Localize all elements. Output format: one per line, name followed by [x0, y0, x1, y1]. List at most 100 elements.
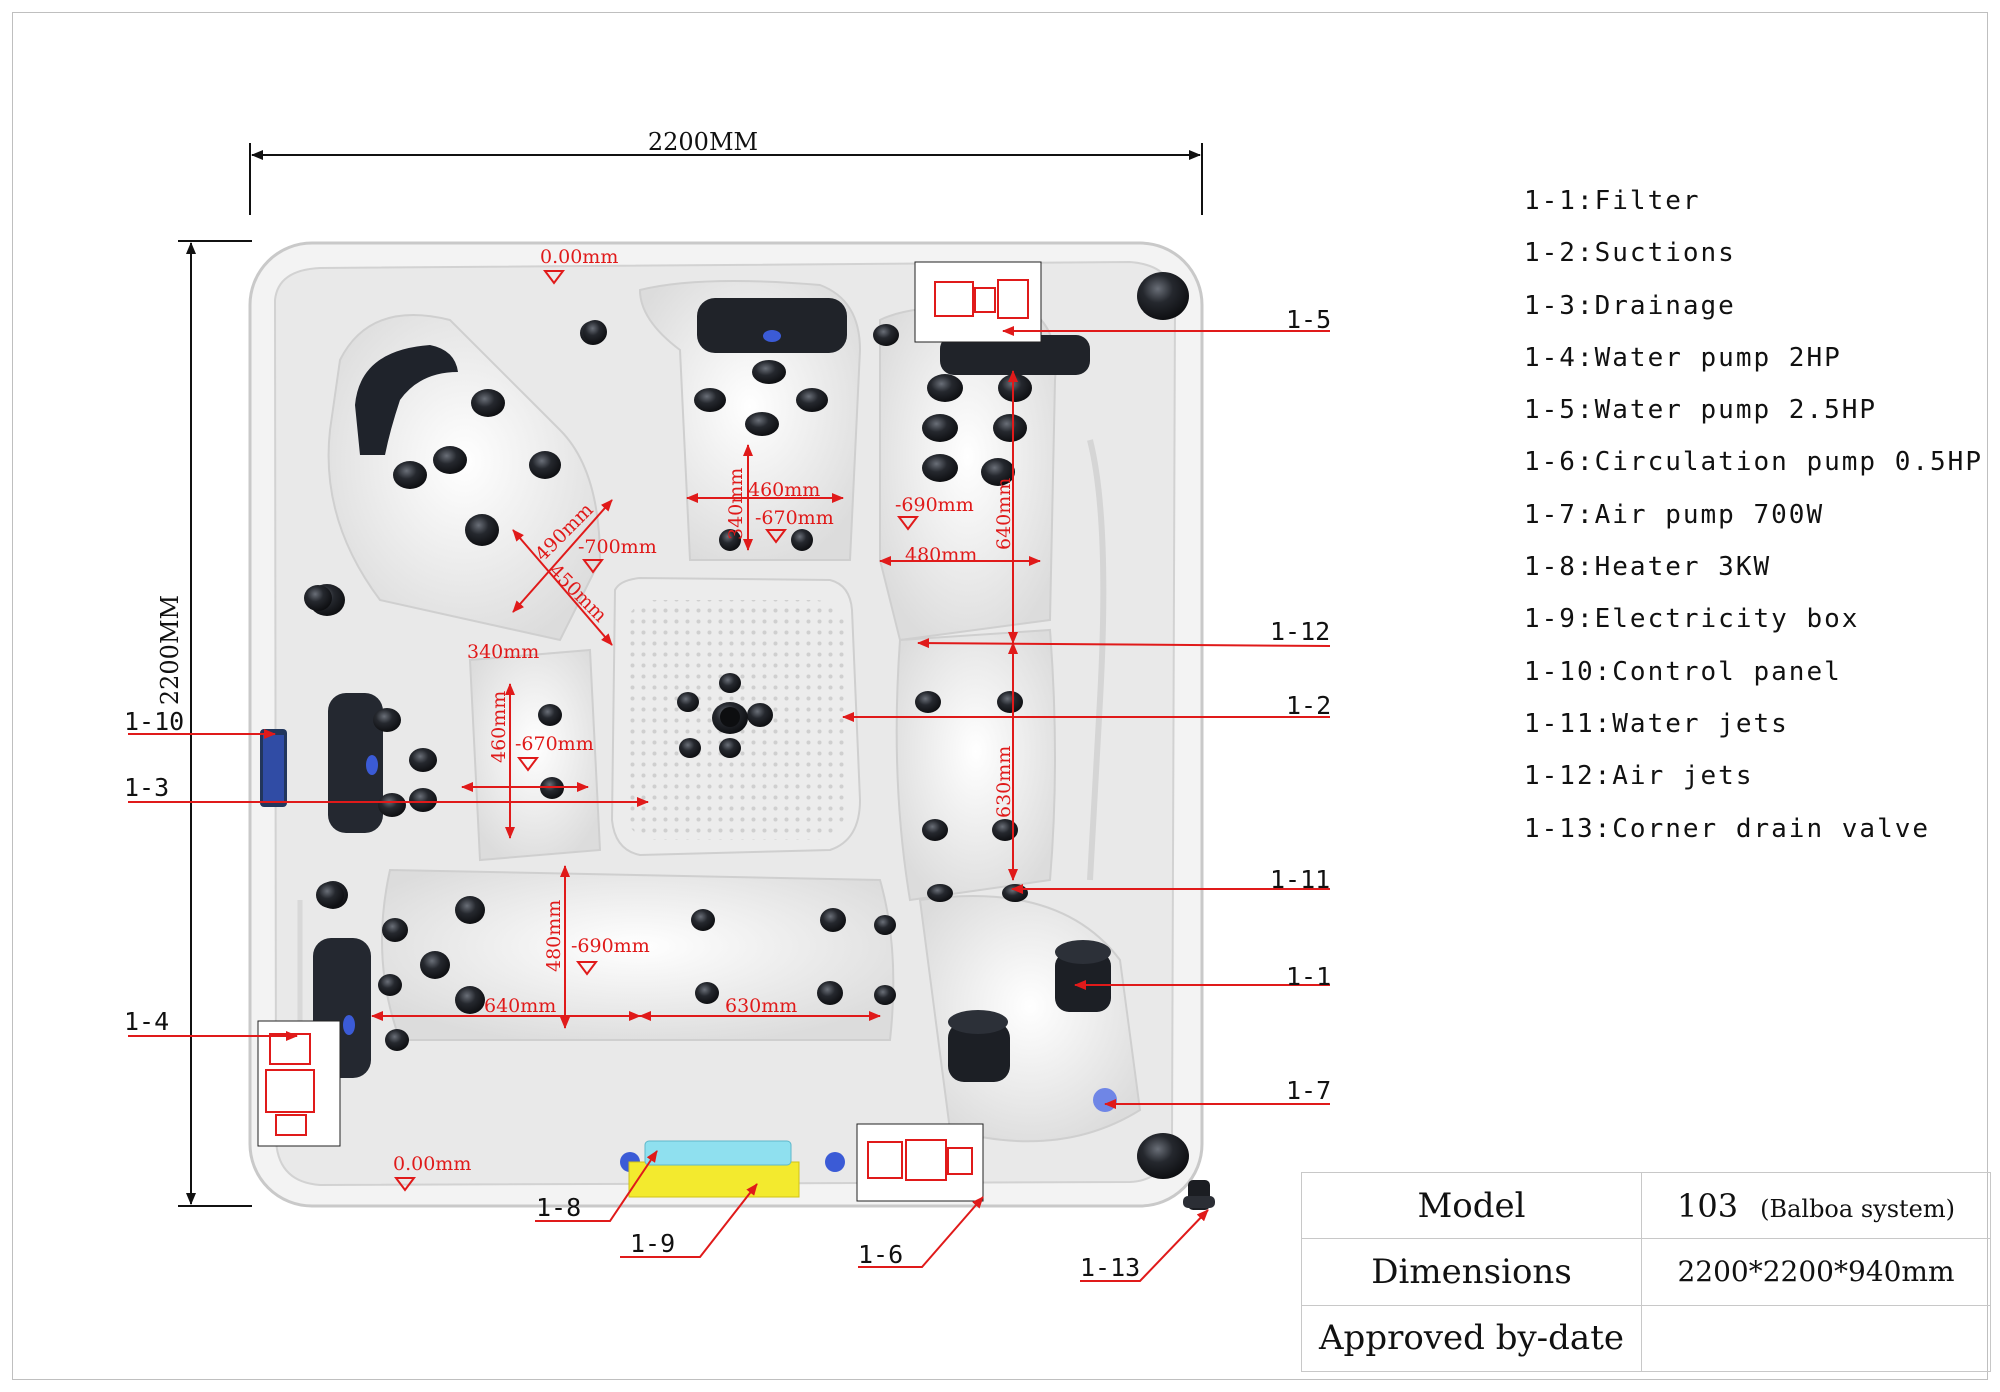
footwell-drain — [720, 707, 740, 727]
measurement-label: 480mm — [905, 544, 977, 566]
callout-labels: 1-1 1-2 1-3 1-4 1-5 1-6 1-7 1-8 1-9 1-10… — [124, 305, 1331, 1282]
dimensions-label: Dimensions — [1301, 1238, 1642, 1306]
legend-item: 1-8:Heater 3KW — [1524, 552, 1772, 583]
jet — [538, 704, 562, 726]
component-legend: 1-1:Filter 1-2:Suctions 1-3:Drainage 1-4… — [1524, 186, 1983, 866]
legend-item: 1-11:Water jets — [1524, 708, 1789, 739]
measurement-label: 480mm — [543, 900, 565, 972]
callout-leaders — [128, 326, 1331, 1282]
measurement-labels: 0.00mm 0.00mm 460mm 340mm -670mm -690mm … — [393, 246, 1015, 1175]
jet — [922, 819, 948, 841]
model-value: 103 — [1677, 1186, 1739, 1225]
jet — [874, 985, 896, 1005]
callout-1-6: 1-6 — [858, 1240, 903, 1269]
legend-item: 1-3:Drainage — [1524, 290, 1736, 321]
legend-item: 1-9:Electricity box — [1524, 604, 1860, 635]
measurement-label: 340mm — [467, 641, 539, 663]
measurement-label: 630mm — [993, 746, 1015, 818]
drawing-frame — [12, 12, 1988, 1380]
model-label: Model — [1301, 1171, 1642, 1240]
measurement-lines — [371, 270, 1041, 1192]
pump-drawing-1-6 — [856, 1123, 984, 1202]
jet — [791, 529, 813, 551]
approved-row: Approved by-date — [1301, 1304, 1991, 1373]
legend-item: 1-5:Water pump 2.5HP — [1524, 395, 1878, 426]
legend-item: 1-6:Circulation pump 0.5HP — [1524, 447, 1983, 478]
dimensions-row: Dimensions 2200*2200*940mm — [1301, 1238, 1991, 1306]
callout-1-5: 1-5 — [1286, 305, 1331, 334]
jet — [817, 981, 843, 1005]
jet — [719, 529, 741, 551]
heater — [644, 1140, 792, 1166]
callout-1-8: 1-8 — [536, 1193, 581, 1222]
jet — [1002, 884, 1028, 902]
equipment — [260, 729, 1215, 1210]
jet — [694, 388, 726, 412]
jet — [998, 374, 1032, 402]
legend-item: 1-7:Air pump 700W — [1524, 499, 1825, 530]
jet — [747, 703, 773, 727]
jet — [677, 692, 699, 712]
callout-1-1: 1-1 — [1286, 962, 1331, 991]
jet — [1137, 272, 1189, 320]
callout-1-2: 1-2 — [1286, 691, 1331, 720]
jet — [820, 908, 846, 932]
dimensions-value: 2200*2200*940mm — [1641, 1238, 1991, 1306]
jet — [304, 585, 332, 611]
callout-1-7: 1-7 — [1286, 1076, 1331, 1105]
callout-1-4: 1-4 — [124, 1007, 169, 1036]
height-dimension-label: 2200MM — [156, 595, 184, 705]
jet — [455, 986, 485, 1014]
jet — [719, 673, 741, 693]
measurement-label: 460mm — [488, 691, 510, 763]
jet — [385, 1029, 409, 1051]
legend-item: 1-2:Suctions — [1524, 238, 1736, 269]
jet — [752, 360, 786, 384]
jet — [382, 918, 408, 942]
pump-drawing-1-5 — [914, 261, 1042, 343]
jet — [433, 446, 467, 474]
jet — [997, 691, 1023, 713]
legend-item: 1-1:Filter — [1524, 186, 1701, 216]
jet — [915, 691, 941, 713]
jet — [679, 738, 701, 758]
jet — [393, 461, 427, 489]
jet — [719, 738, 741, 758]
callout-1-3: 1-3 — [124, 773, 169, 802]
measurement-label: 340mm — [725, 468, 747, 540]
legend-item: 1-12:Air jets — [1524, 761, 1754, 792]
jet — [420, 951, 450, 979]
jet — [695, 982, 719, 1004]
measurement-label: 0.00mm — [393, 1153, 471, 1175]
jet — [455, 896, 485, 924]
jet — [465, 514, 499, 546]
pillows — [313, 298, 1090, 1078]
jet — [993, 414, 1027, 442]
jet — [471, 389, 505, 417]
legend-item: 1-10:Control panel — [1524, 656, 1842, 687]
callout-1-12: 1-12 — [1270, 617, 1330, 646]
approved-label: Approved by-date — [1301, 1304, 1642, 1373]
model-value-cell: 103(Balboa system) — [1641, 1171, 1991, 1240]
pump-drawing-1-4 — [257, 1020, 341, 1147]
measurement-label: 0.00mm — [540, 246, 618, 268]
jet — [992, 819, 1018, 841]
model-row: Model 103(Balboa system) — [1301, 1171, 1991, 1240]
approved-value — [1641, 1304, 1991, 1373]
jets — [304, 272, 1189, 1179]
measurement-label: -700mm — [578, 536, 657, 558]
jet — [927, 884, 953, 902]
jet — [1137, 1133, 1189, 1179]
jet — [922, 454, 958, 482]
jet — [981, 458, 1015, 486]
legend-item: 1-13:Corner drain valve — [1524, 813, 1931, 844]
measurement-label: 630mm — [725, 995, 797, 1017]
callout-1-9: 1-9 — [630, 1229, 675, 1258]
jet — [409, 748, 437, 772]
jet — [927, 374, 963, 402]
jet — [409, 788, 437, 812]
callout-1-10: 1-10 — [124, 707, 184, 736]
overall-dimensions: 2200MM 2200MM — [156, 128, 1203, 1207]
measurement-label: -690mm — [895, 494, 974, 516]
